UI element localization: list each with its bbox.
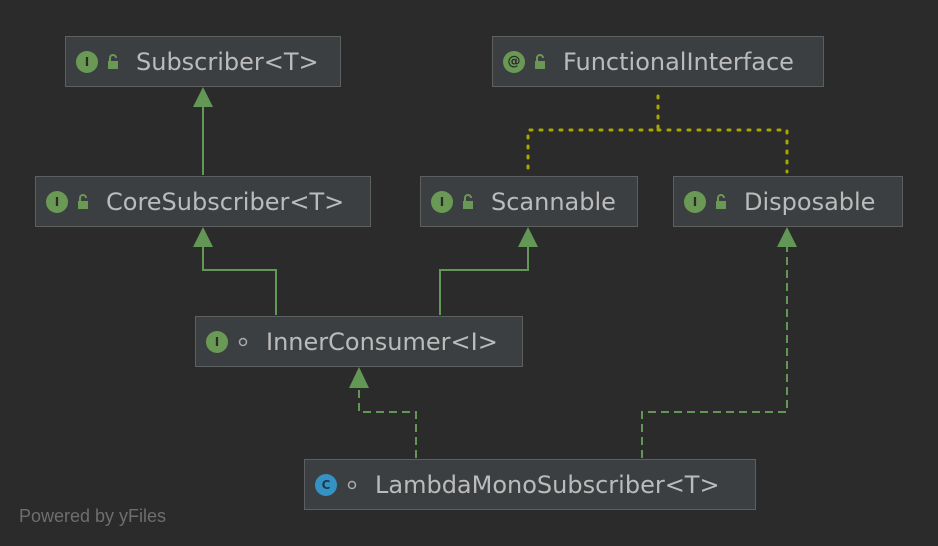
node-disposable[interactable]: I Disposable <box>673 176 903 227</box>
node-label: LambdaMonoSubscriber<T> <box>375 470 720 499</box>
edge-innerconsumer-coresubscriber <box>202 247 277 315</box>
node-label: Subscriber<T> <box>136 47 319 76</box>
node-inner-consumer[interactable]: I InnerConsumer<I> <box>195 316 523 367</box>
powered-by-footer: Powered by yFiles <box>19 506 167 526</box>
arrowhead-disposable <box>777 227 797 247</box>
annotation-icon: @ <box>503 50 525 73</box>
node-label: InnerConsumer<I> <box>266 327 498 356</box>
public-lock-icon <box>712 191 730 213</box>
arrowhead-coresubscriber <box>193 227 213 247</box>
edge-annotation-functional <box>526 94 789 174</box>
node-lambda-mono-subscriber[interactable]: C LambdaMonoSubscriber<T> <box>304 459 756 510</box>
node-functional-interface[interactable]: @ FunctionalInterface <box>492 36 824 87</box>
public-lock-icon <box>74 191 92 213</box>
node-label: Scannable <box>491 187 616 216</box>
interface-icon: I <box>206 330 228 353</box>
edge-lambdamono-innerconsumer <box>358 388 417 458</box>
interface-icon: I <box>76 50 98 73</box>
node-label: CoreSubscriber<T> <box>106 187 345 216</box>
interface-icon: I <box>46 190 68 213</box>
node-core-subscriber[interactable]: I CoreSubscriber<T> <box>35 176 371 227</box>
node-label: FunctionalInterface <box>563 47 794 76</box>
interface-icon: I <box>431 190 453 213</box>
class-icon: C <box>315 473 337 496</box>
node-label: Disposable <box>744 187 876 216</box>
package-private-icon <box>343 474 361 496</box>
arrowhead-innerconsumer <box>349 367 369 388</box>
interface-icon: I <box>684 190 706 213</box>
arrowhead-subscriber <box>193 87 213 107</box>
public-lock-icon <box>104 51 122 73</box>
node-scannable[interactable]: I Scannable <box>420 176 638 227</box>
edge-innerconsumer-scannable <box>439 247 529 315</box>
public-lock-icon <box>531 51 549 73</box>
package-private-icon <box>234 331 252 353</box>
arrowhead-scannable <box>518 227 538 247</box>
public-lock-icon <box>459 191 477 213</box>
edge-lambdamono-disposable <box>641 247 788 458</box>
node-subscriber[interactable]: I Subscriber<T> <box>65 36 341 87</box>
